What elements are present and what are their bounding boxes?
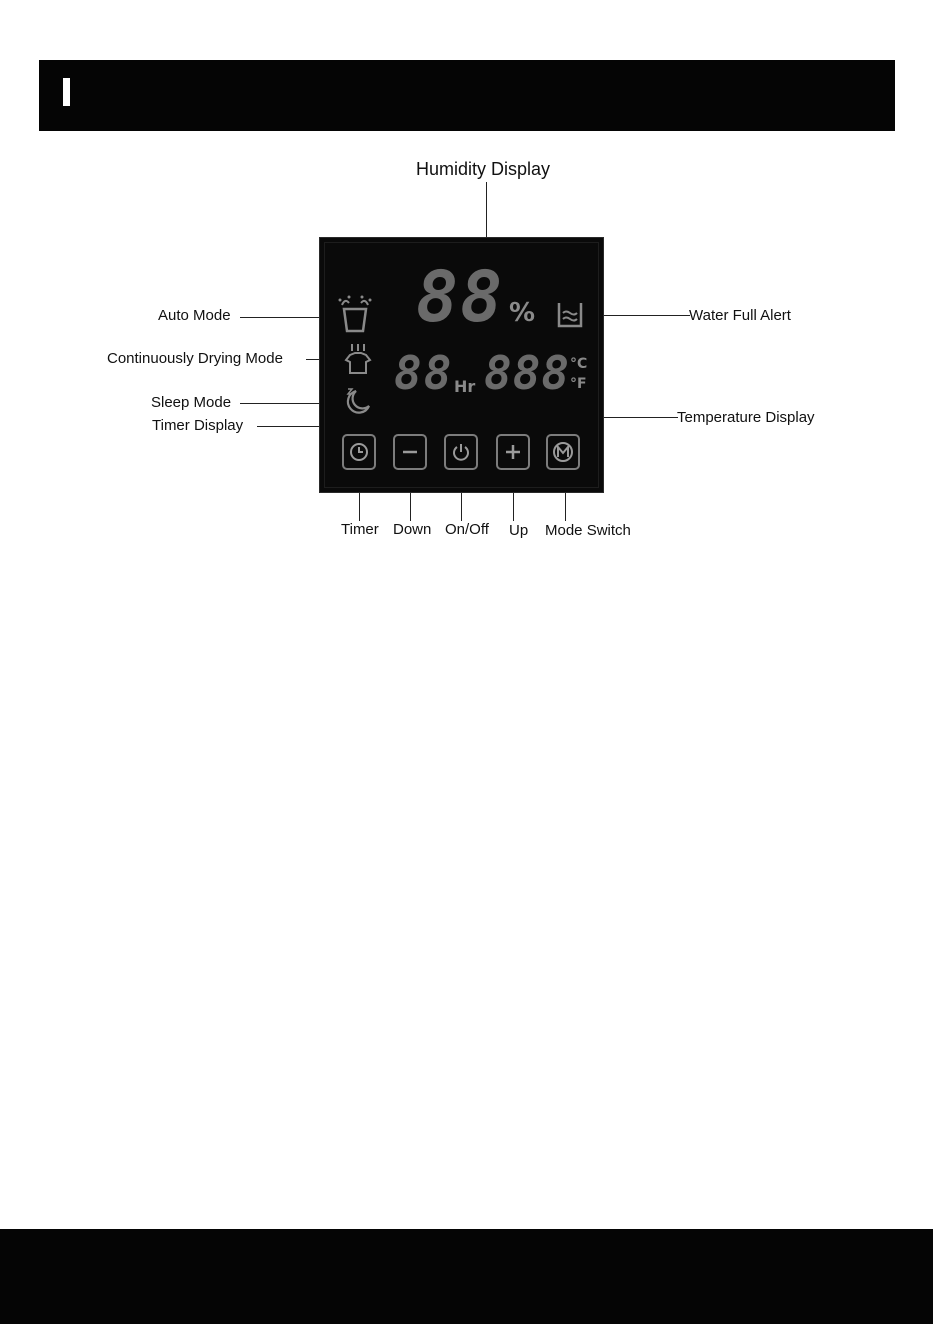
down-leader [410,493,411,521]
water-full-alert-leader [604,315,690,316]
header-bar [39,60,895,131]
footer-bar [0,1229,933,1324]
on-off-button-label: On/Off [445,521,489,539]
fahrenheit-unit: °F [570,376,587,392]
water-tank-icon [556,301,584,329]
down-button[interactable] [393,434,427,470]
clock-icon [344,436,374,468]
section-marker [63,78,70,106]
timer-display-leader [257,426,320,427]
on-off-leader [461,493,462,521]
shirt-drying-icon [344,343,372,375]
temperature-digits: 888 [484,348,570,398]
temperature-display-leader [604,417,678,418]
humidity-display-label: Humidity Display [416,158,550,180]
auto-mode-label: Auto Mode [158,307,231,325]
mode-switch-button[interactable] [546,434,580,470]
mode-switch-leader [565,493,566,521]
up-button[interactable] [496,434,530,470]
humidity-display-leader [486,182,487,238]
on-off-button[interactable] [444,434,478,470]
mode-switch-button-label: Mode Switch [545,522,631,540]
timer-display-label: Timer Display [152,417,243,435]
continuously-drying-mode-label: Continuously Drying Mode [107,350,283,368]
plus-icon [498,436,528,468]
humidity-digits: 88 [416,260,504,334]
minus-icon [395,436,425,468]
mode-m-icon [548,436,578,468]
timer-button[interactable] [342,434,376,470]
continuously-drying-mode-leader [306,359,320,360]
sleep-mode-label: Sleep Mode [151,394,231,412]
down-button-label: Down [393,521,431,539]
water-full-alert-label: Water Full Alert [689,307,791,325]
humidity-percent-unit: % [509,298,535,328]
sleep-moon-icon [342,386,372,416]
timer-hr-unit: Hr [454,377,475,396]
up-leader [513,493,514,521]
timer-digits: 88 [394,348,453,398]
up-button-label: Up [509,522,528,540]
timer-button-label: Timer [341,521,379,539]
power-icon [446,436,476,468]
temperature-display-label: Temperature Display [677,409,815,427]
celsius-unit: °C [570,356,587,372]
sleep-mode-leader [240,403,320,404]
auto-mode-leader [240,317,320,318]
control-panel: 88 % 88 Hr 888 °C °F [319,237,604,493]
timer-leader [359,493,360,521]
auto-mode-icon [335,293,375,335]
